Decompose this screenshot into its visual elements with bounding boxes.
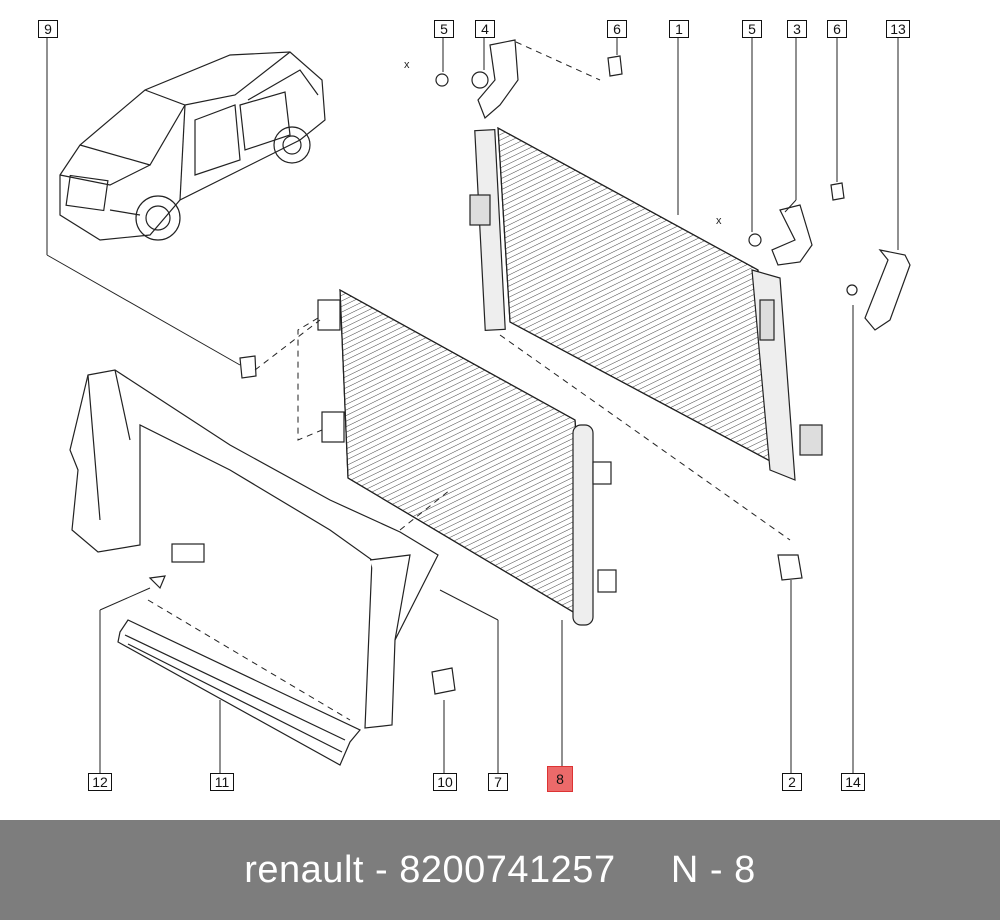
callout-8-highlighted: 8	[547, 766, 573, 792]
callout-11: 11	[210, 773, 234, 791]
bolt-6a	[607, 55, 623, 77]
dashed-guides	[147, 41, 791, 721]
callout-12: 12	[88, 773, 112, 791]
reference-number: N - 8	[670, 848, 756, 891]
callout-6-right: 6	[827, 20, 847, 38]
bracket-right	[771, 204, 813, 266]
bolt-6b	[830, 182, 845, 201]
callout-9: 9	[38, 20, 58, 38]
footer-bar: renault - 8200741257 N - 8	[0, 820, 1000, 920]
callout-3: 3	[787, 20, 807, 38]
callout-6-left: 6	[607, 20, 627, 38]
bolt-9	[239, 355, 257, 379]
brand-name: renault	[244, 848, 364, 891]
label-tag	[171, 543, 205, 563]
bracket-13	[864, 249, 911, 331]
clip-10	[431, 667, 456, 695]
lower-strip	[117, 619, 361, 766]
deflector-frame	[69, 369, 439, 729]
callout-10: 10	[433, 773, 457, 791]
car-illustration	[59, 51, 326, 241]
callout-4: 4	[475, 20, 495, 38]
callout-14: 14	[841, 773, 865, 791]
mark-x-left: x	[404, 59, 410, 71]
bracket-left	[477, 39, 519, 120]
callout-7: 7	[488, 773, 508, 791]
callout-13: 13	[886, 20, 910, 38]
condenser	[317, 288, 617, 626]
mark-x-right: x	[716, 215, 722, 227]
callout-5-right: 5	[742, 20, 762, 38]
separator: -	[375, 848, 389, 891]
radiator	[469, 126, 823, 481]
clip-12	[148, 575, 166, 590]
callout-5-left: 5	[434, 20, 454, 38]
callout-1: 1	[669, 20, 689, 38]
leader-lines	[46, 37, 899, 773]
part-number: 8200741257	[399, 848, 616, 891]
small-parts	[148, 39, 911, 695]
mount-2	[777, 554, 803, 581]
parts-diagram: x x	[46, 37, 911, 773]
callout-2: 2	[782, 773, 802, 791]
